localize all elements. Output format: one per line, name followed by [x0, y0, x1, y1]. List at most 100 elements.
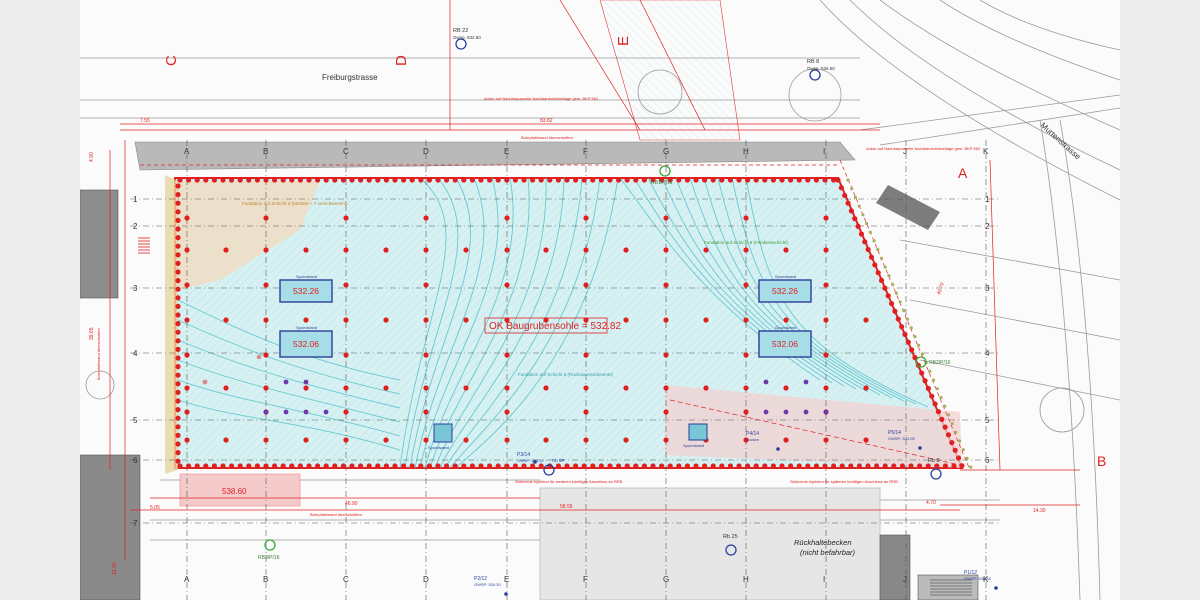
secant-pile [719, 463, 725, 469]
piezometer-id: RB1/P/16 [651, 180, 673, 186]
tension-pile [283, 379, 289, 385]
secant-pile [246, 463, 252, 469]
column-pile [743, 437, 749, 443]
secant-pile [349, 463, 355, 469]
column-pile [863, 385, 869, 391]
secant-pile [487, 463, 493, 469]
secant-pile [478, 177, 484, 183]
grid-col-label-bottom: F [583, 575, 588, 584]
secant-pile [280, 177, 286, 183]
grid-col-label-bottom: C [343, 575, 349, 584]
borehole-note: Gwsp. 536.50 [807, 66, 835, 71]
secant-pile [684, 463, 691, 469]
secant-pile [573, 177, 579, 183]
secant-pile [842, 192, 848, 199]
column-pile [783, 385, 789, 391]
secant-pile [882, 463, 888, 469]
secant-pile [530, 463, 536, 469]
column-pile [823, 385, 829, 391]
grid-row-label-right: 3 [985, 284, 990, 293]
secant-pile [949, 439, 955, 446]
retention-label-1: Rückhaltebecken [794, 538, 852, 547]
column-pile [823, 317, 829, 323]
section-mark-b: B [1097, 453, 1106, 469]
column-pile [783, 317, 789, 323]
note-fundation-1: Fundation auf Schicht 2 (Moräne + 7 vers… [242, 201, 348, 206]
secant-pile [175, 192, 181, 198]
secant-pile [409, 463, 415, 469]
grid-row-label-right: 2 [985, 222, 990, 231]
secant-pile [383, 177, 389, 183]
grid-col-label-top: I [823, 147, 825, 156]
contour-line [404, 177, 459, 469]
column-pile [383, 317, 389, 323]
contour-line [661, 177, 857, 390]
column-pile [343, 282, 349, 288]
contour-line [414, 177, 485, 469]
column-pile [504, 352, 510, 358]
ne-building [876, 185, 940, 230]
structural-grid [130, 140, 1000, 600]
probe-marker [504, 592, 508, 596]
secant-pile [175, 200, 181, 206]
adjacent-building [80, 454, 141, 600]
column-pile [543, 385, 549, 391]
secant-pile [710, 177, 716, 183]
secant-pile [175, 415, 181, 421]
secant-pile [934, 463, 940, 469]
grid-col-label-top: G [663, 147, 669, 156]
column-pile [583, 409, 589, 415]
secant-pile [590, 463, 596, 469]
secant-pile [175, 303, 181, 309]
secant-pile [633, 463, 639, 469]
secant-pile [641, 177, 648, 183]
secant-pile [888, 300, 895, 307]
pit-caption: Spundwand [296, 325, 317, 330]
wall-pile [898, 300, 902, 304]
column-pile [743, 215, 749, 221]
borehole-id: Rb 3 [928, 458, 940, 464]
secant-pile [676, 463, 682, 469]
grid-row-label-right: 6 [985, 456, 990, 465]
secant-pile [375, 463, 381, 469]
secant-pile [835, 177, 841, 183]
secant-pile [745, 463, 751, 469]
secant-pile [426, 463, 432, 469]
secant-pile [211, 177, 217, 183]
secant-pile [289, 177, 295, 183]
secant-pile [796, 177, 802, 183]
secant-pile [641, 463, 648, 469]
rb5p-label: Rb 5P [552, 458, 565, 463]
wall-pile [905, 317, 910, 321]
secant-pile [177, 177, 183, 183]
contour-line [177, 339, 401, 409]
secant-pile [175, 389, 181, 395]
wall-pile [935, 387, 939, 391]
secant-pile [770, 177, 777, 183]
secant-pile [175, 183, 181, 189]
secant-pile [736, 177, 742, 183]
secant-pile [461, 177, 467, 183]
wall-pile [943, 404, 947, 408]
wall-pile [950, 422, 954, 426]
adjacent-building [80, 189, 119, 299]
secant-pile [280, 463, 286, 469]
column-pile [184, 317, 190, 323]
secant-pile [616, 463, 622, 469]
secant-pile [874, 463, 880, 469]
secant-pile [504, 177, 510, 183]
tension-pile [263, 409, 269, 415]
contour-lines [177, 177, 929, 469]
secant-pile [392, 463, 398, 469]
secant-pile [418, 463, 424, 469]
column-pile [504, 317, 510, 323]
column-pile [263, 215, 269, 221]
wall-pile [872, 239, 876, 243]
secant-pile [263, 177, 269, 183]
dim-left-bottom: 13.20 [112, 562, 118, 575]
secant-pile [895, 316, 901, 322]
wall-pile [865, 221, 869, 226]
secant-pile [175, 312, 181, 318]
column-pile [583, 282, 589, 288]
